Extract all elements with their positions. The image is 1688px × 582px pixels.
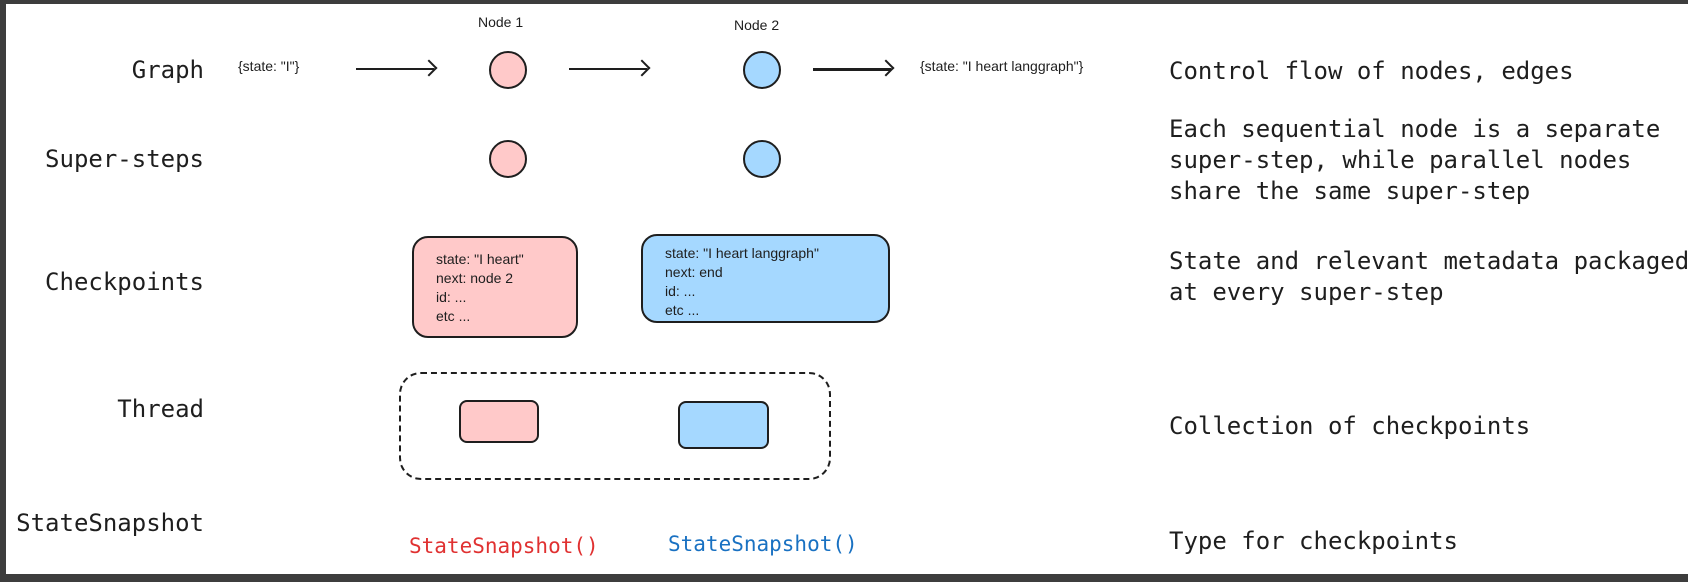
- checkpoint1-line: state: "I heart": [436, 251, 524, 267]
- output-state-text: {state: "I heart langgraph"}: [920, 58, 1084, 74]
- row-label-statesnapshot: StateSnapshot: [16, 509, 204, 537]
- graph-node1-circle: [489, 51, 527, 89]
- node2-label: Node 2: [734, 17, 780, 33]
- checkpoint2-line: id: ...: [665, 283, 696, 299]
- checkpoint1-line: id: ...: [436, 289, 467, 305]
- statesnapshot-node1: StateSnapshot(): [409, 534, 599, 558]
- statesnapshot-node2: StateSnapshot(): [668, 532, 858, 556]
- checkpoint-node1-card: state: "I heart" next: node 2 id: ... et…: [412, 236, 578, 338]
- description-checkpoints: State and relevant metadata packaged at …: [1169, 247, 1688, 306]
- row-label-checkpoints: Checkpoints: [45, 268, 204, 296]
- description-thread: Collection of checkpoints: [1169, 412, 1531, 440]
- description-statesnapshot: Type for checkpoints: [1169, 527, 1458, 555]
- diagram-canvas: Graph Super-steps Checkpoints Thread Sta…: [6, 4, 1688, 574]
- checkpoint1-line: etc ...: [436, 308, 471, 324]
- edge-arrow-output: [813, 68, 891, 71]
- superstep2-circle: [743, 140, 781, 178]
- checkpoint2-line: state: "I heart langgraph": [665, 245, 819, 261]
- row-label-graph: Graph: [131, 56, 204, 84]
- edge-arrow-input: [356, 68, 434, 70]
- checkpoint-node2-card: state: "I heart langgraph" next: end id:…: [641, 234, 890, 323]
- thread-checkpoint-pink: [459, 400, 539, 443]
- row-label-thread: Thread: [117, 395, 204, 423]
- thread-checkpoint-blue: [678, 401, 769, 449]
- superstep1-circle: [489, 140, 527, 178]
- node1-label: Node 1: [478, 14, 524, 30]
- input-state-text: {state: "I"}: [238, 58, 300, 74]
- thread-dashed-container: [399, 372, 831, 480]
- description-supersteps: Each sequential node is a separate super…: [1169, 115, 1661, 205]
- description-graph: Control flow of nodes, edges: [1169, 57, 1574, 85]
- edge-arrow-node1-node2: [569, 68, 647, 70]
- row-label-supersteps: Super-steps: [45, 145, 204, 173]
- graph-node2-circle: [743, 51, 781, 89]
- checkpoint2-line: etc ...: [665, 302, 700, 318]
- checkpoint2-line: next: end: [665, 264, 723, 280]
- checkpoint1-line: next: node 2: [436, 270, 514, 286]
